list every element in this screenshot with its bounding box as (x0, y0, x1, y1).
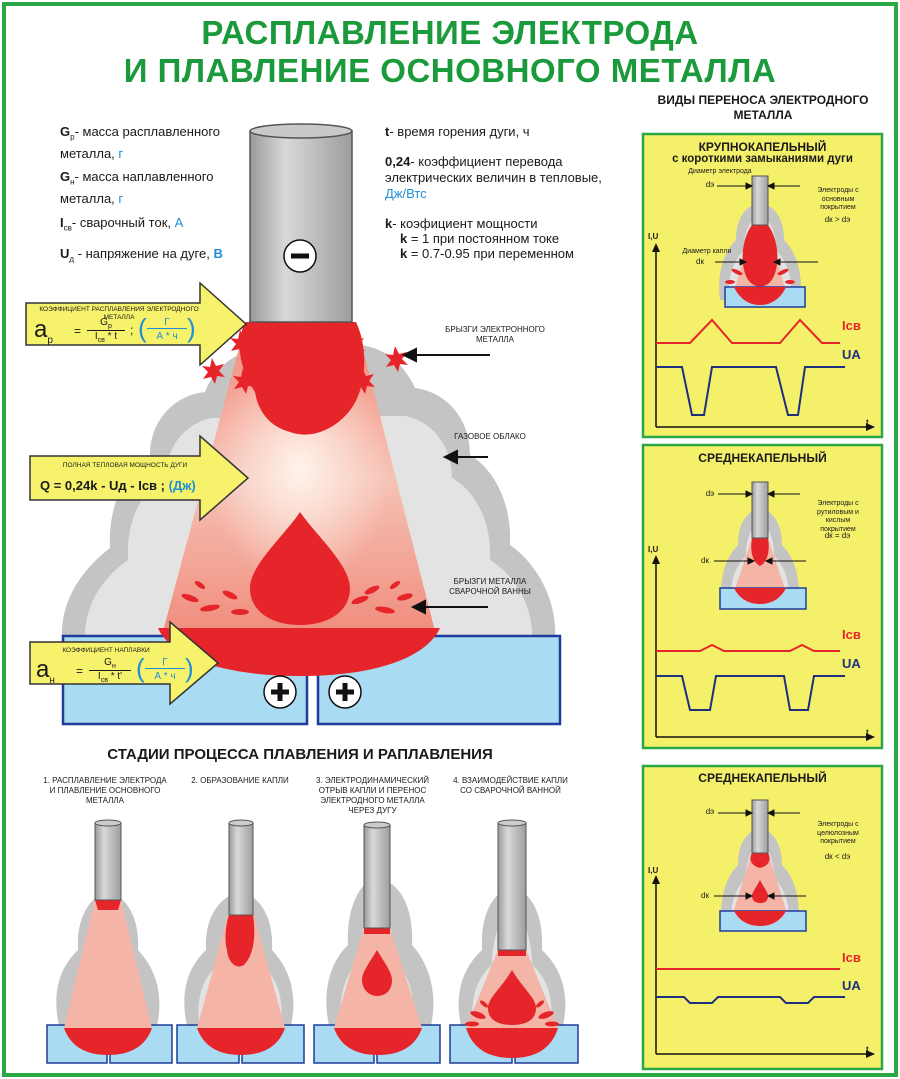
stage-2-diagram (176, 819, 305, 1064)
panel-1-graph (652, 243, 875, 431)
panel-3-note: Электроды с целюлозным покрытием (817, 821, 859, 845)
arrow-an-label: КОЭФФИЦИЕНТ НАПЛАВКИ (62, 647, 150, 654)
panel-2-relation: dк = dэ (824, 531, 851, 540)
stage-3-label: 3. ЭЛЕКТРОДИНАМИЧЕСКИЙ ОТРЫВ КАПЛИ И ПЕР… (315, 776, 430, 815)
panel-1-subtitle: с короткими замыканиями дуги (672, 153, 853, 165)
title-line-1: РАСПЛАВЛЕНИЕ ЭЛЕКТРОДА (201, 14, 699, 51)
panel-3-title: СРЕДНЕКАПЕЛЬНЫЙ (698, 771, 827, 785)
transfer-heading: ВИДЫ ПЕРЕНОСА ЭЛЕКТРОДНОГО МЕТАЛЛА (657, 93, 869, 122)
metal-drop (250, 512, 350, 625)
transfer-panels (641, 132, 884, 1071)
panel-1-title: КРУПНОКАПЕЛЬНЫЙ (698, 140, 827, 154)
electrode (249, 123, 353, 323)
arrow-ap (25, 281, 248, 367)
stage-4-diagram (449, 819, 579, 1064)
title-line-2: И ПЛАВЛЕНИЕ ОСНОВНОГО МЕТАЛЛА (123, 52, 777, 89)
panel-1-dk: dк (696, 257, 704, 266)
definition-coef: 0,24- коэффициент перевода электрических… (385, 154, 602, 201)
panel-1-axis-x: t (866, 418, 869, 427)
panel-3-axis-y: I,U (648, 866, 659, 875)
arrow-q-label: ПОЛНАЯ ТЕПЛОВАЯ МОЩНОСТЬ ДУГИ (62, 462, 188, 469)
panel-1-note: Электроды с основным покрытием (817, 187, 859, 211)
definition-k-ac: k = 0.7-0.95 при переменном (400, 246, 574, 261)
arrow-an-formula: aн = Gн Iсв * t' ( Г А * ч ) (36, 653, 194, 686)
panel-1-relation: dк > dэ (824, 215, 851, 224)
panel-2-title: СРЕДНЕКАПЕЛЬНЫЙ (698, 451, 827, 465)
definition-t: t- время горения дуги, ч (385, 124, 530, 139)
panel-3-u-label: UА (842, 978, 861, 993)
panel-1-i-label: Iсв (842, 318, 861, 333)
definition-gp: Gр- масса расплавленного металла, г (60, 124, 221, 161)
main-diagram (25, 123, 562, 726)
definition-gn: Gн- масса наплавленного металла, г (60, 169, 214, 206)
weld-pool (158, 628, 440, 676)
callout-spatter-pool: БРЫЗГИ МЕТАЛЛА СВАРОЧНОЙ ВАННЫ (449, 577, 531, 596)
panel-3-de: dэ (705, 807, 715, 816)
panel-2-graph (652, 555, 875, 741)
panel-3-i-label: Iсв (842, 950, 861, 965)
panel-2-u-label: UА (842, 656, 861, 671)
panel-2-diagram (714, 481, 807, 610)
callout-spatter-electrode: БРЫЗГИ ЭЛЕКТРОННОГО МЕТАЛЛА (445, 325, 545, 344)
panel-3-relation: dк < dэ (824, 852, 851, 861)
arrow-q (29, 434, 250, 522)
panel-1-de: dэ (705, 180, 715, 189)
panel-3-diagram (714, 799, 807, 932)
panel-3-axis-x: t (866, 1045, 869, 1054)
panel-1-u-label: UА (842, 347, 861, 362)
panel-1-drop-diameter-label: Диаметр капли (682, 248, 732, 255)
stage-1-label: 1. РАСПЛАВЛЕНИЕ ЭЛЕКТРОДА И ПЛАВЛЕНИЕ ОС… (43, 776, 167, 805)
electrode-spatter-stars (202, 330, 408, 394)
definition-k-dc: k = 1 при постоянном токе (400, 231, 560, 246)
callout-arrows (401, 347, 490, 615)
panel-2-de: dэ (705, 489, 715, 498)
panel-2-axis-y: I,U (648, 545, 659, 554)
arrow-q-formula: Q = 0,24k - Uд - Iсв ; (Дж) (40, 478, 196, 493)
definition-ud: Uд - напряжение на дуге, В (60, 246, 223, 264)
panel-2-axis-x: t (866, 728, 869, 737)
stage-3-diagram (313, 821, 441, 1064)
arrow-ap-formula: aр = Gр Iсв * t ; ( Г А * ч ) (34, 313, 196, 346)
stage-1-diagram (46, 819, 173, 1064)
panel-3-dk: dк (701, 891, 709, 900)
panel-1-axis-y: I,U (648, 232, 659, 241)
panel-2-dk: dк (701, 556, 709, 565)
definition-isv: Iсв- сварочный ток, А (60, 215, 184, 233)
panel-2-i-label: Iсв (842, 627, 861, 642)
stage-2-label: 2. ОБРАЗОВАНИЕ КАПЛИ (191, 776, 289, 785)
stage-diagrams (46, 819, 579, 1064)
stages-heading: СТАДИИ ПРОЦЕССА ПЛАВЛЕНИЯ И РАПЛАВЛЕНИЯ (107, 746, 493, 763)
arrow-an (29, 620, 220, 706)
panel-2-note: Электроды с рутиловым и кислым покрытием (817, 500, 859, 533)
callout-gas-cloud: ГАЗОВОЕ ОБЛАКО (454, 432, 526, 441)
electrode-molten-tip (239, 322, 365, 435)
stage-4-label: 4. ВЗАИМОДЕЙСТВИЕ КАПЛИ СО СВАРОЧНОЙ ВАН… (453, 776, 568, 795)
pool-spatter (181, 580, 413, 615)
panel-1-diagram (715, 175, 818, 308)
panel-1-electrode-diameter-label: Диаметр электрода (688, 168, 752, 175)
panel-3-graph (652, 875, 875, 1058)
definition-k: k- коэфициент мощности (385, 216, 538, 231)
arrow-ap-label: КОЭФФИЦИЕНТ РАСПЛАВЛЕНИЯ ЭЛЕКТРОДНОГО МЕ… (39, 306, 199, 321)
